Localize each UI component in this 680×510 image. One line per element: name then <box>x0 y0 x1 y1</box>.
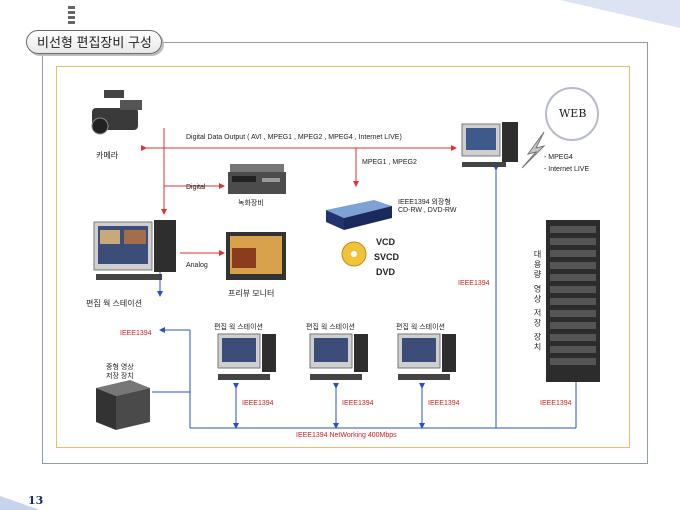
mpeg4-label: - MPEG4 <box>544 154 573 161</box>
web-computer-icon <box>461 122 518 167</box>
page-number: 13 <box>28 494 44 507</box>
lightning-icon <box>521 131 546 169</box>
mid-storage-label-2: 저장 장치 <box>106 373 134 380</box>
ws1-label: 편집 웍 스테이션 <box>214 324 263 331</box>
ieee-b3-label: IEEE1394 <box>428 400 460 407</box>
svcd-label: SVCD <box>374 252 400 262</box>
slide-title: 비선형 편집장비 구성 <box>26 30 162 54</box>
internet-live-label: - Internet LIVE <box>544 166 590 173</box>
edit-workstation-icon <box>93 220 176 280</box>
dvd-label: DVD <box>376 267 396 277</box>
mid-storage-label-1: 중형 영상 <box>106 364 134 371</box>
edit-workstation-label: 편집 웍 스테이션 <box>86 299 142 308</box>
external-drive-icon <box>326 200 392 230</box>
ext-device-label-1: IEEE1394 외장형 <box>398 199 451 206</box>
web-label: WEB <box>559 107 587 120</box>
web-globe-icon <box>545 87 599 141</box>
workstation-2-icon <box>309 333 368 380</box>
diagram-inner-border <box>56 66 630 448</box>
network-label: IEEE1394 NetWorking 400Mbps <box>296 432 397 439</box>
mpeg12-label: MPEG1 , MPEG2 <box>362 159 417 166</box>
workstation-3-icon <box>397 333 456 380</box>
output-label: Digital Data Output ( AVI , MPEG1 , MPEG… <box>186 134 402 141</box>
storage-vertical-label: 대용량 영상 저장 장치 <box>533 250 542 353</box>
mid-storage-icon <box>96 380 150 430</box>
storage-rack-icon <box>546 220 600 382</box>
camera-icon <box>91 90 142 135</box>
workstation-1-icon <box>217 333 276 380</box>
ieee-b2-label: IEEE1394 <box>342 400 374 407</box>
camera-label: 카메라 <box>96 151 119 160</box>
analog-label: Analog <box>186 262 208 269</box>
digital-label: Digital <box>186 184 206 191</box>
ieee-left-label: IEEE1394 <box>120 330 152 337</box>
ws2-label: 편집 웍 스테이션 <box>306 324 355 331</box>
ieee-b4-label: IEEE1394 <box>540 400 572 407</box>
disc-icon <box>341 241 367 267</box>
preview-monitor-label: 프리뷰 모니터 <box>228 289 275 298</box>
ieee-right-label: IEEE1394 <box>458 280 490 287</box>
ext-device-label-2: CD-RW , DVD-RW <box>398 207 457 214</box>
top-left-bars <box>68 6 75 26</box>
vcr-icon <box>228 164 286 194</box>
recorder-label: 녹화장비 <box>238 200 264 207</box>
ws3-label: 편집 웍 스테이션 <box>396 324 445 331</box>
preview-monitor-icon <box>226 232 286 280</box>
ieee-b1-label: IEEE1394 <box>242 400 274 407</box>
vcd-label: VCD <box>376 237 396 247</box>
